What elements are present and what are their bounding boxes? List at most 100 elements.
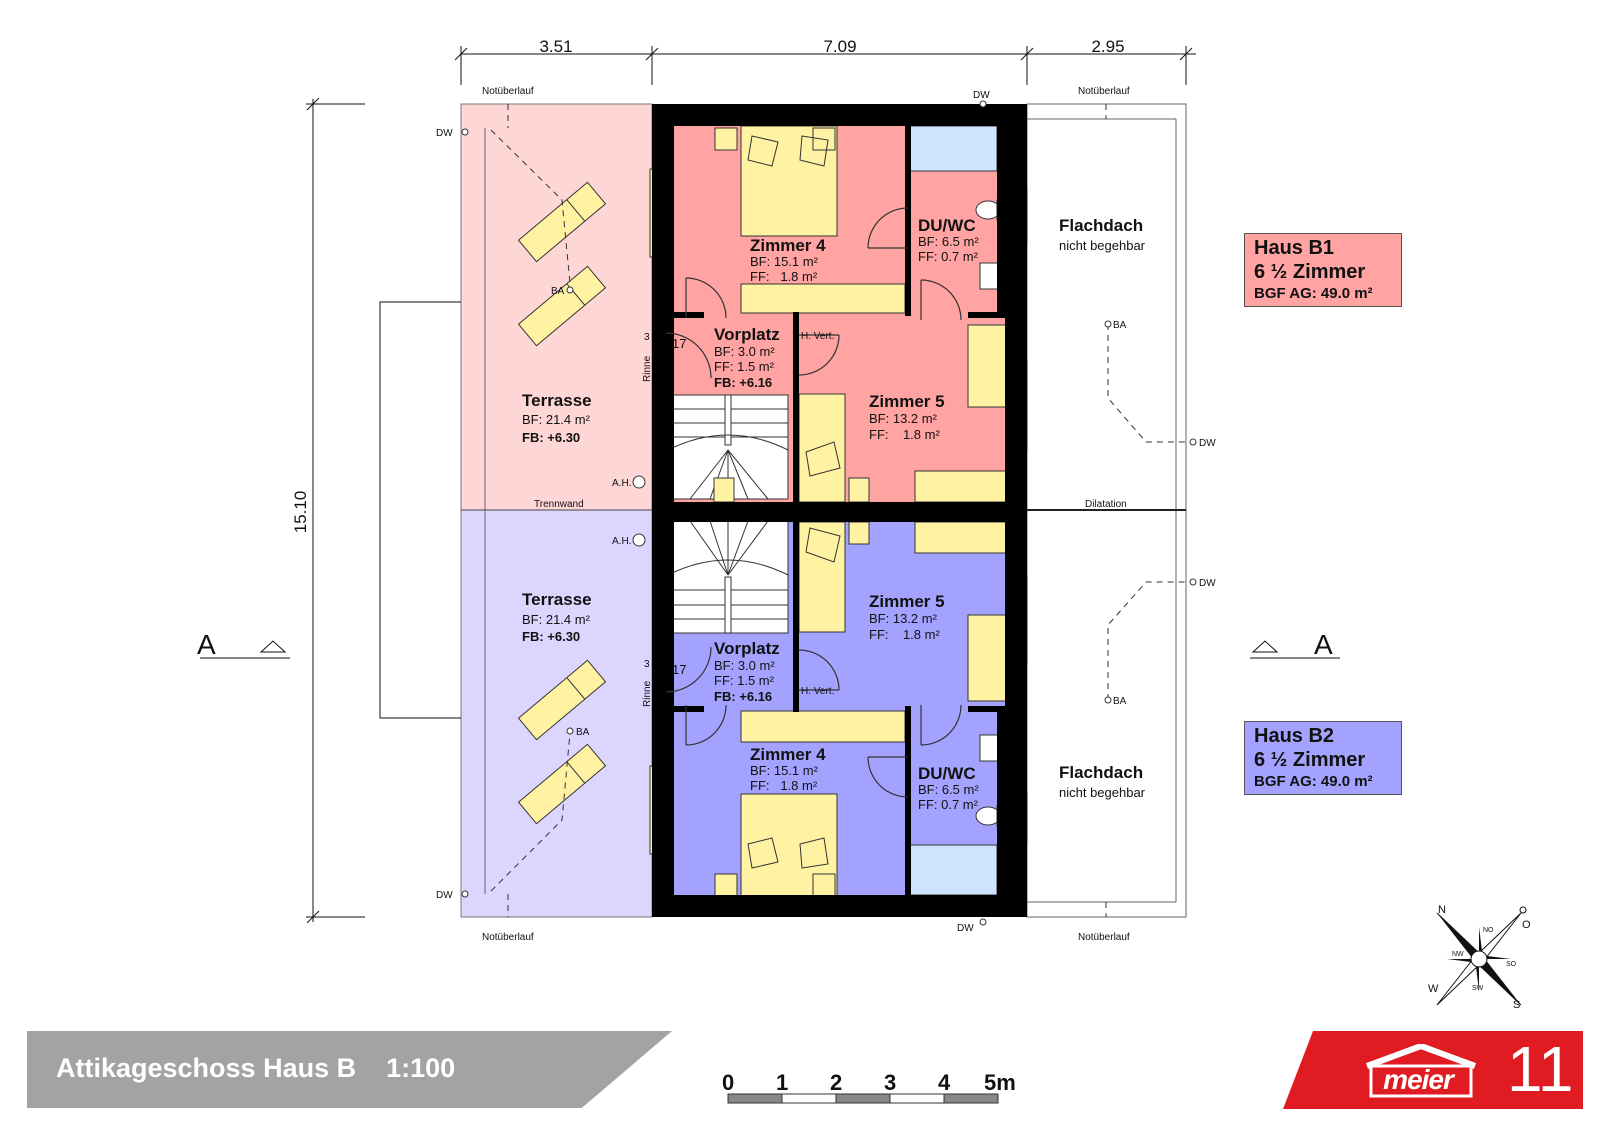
compass-so: SO [1506,961,1517,968]
scale-label: 5m [984,1070,1016,1095]
house-logo-icon [1365,1042,1477,1098]
zimmer5-lower-ff: FF: 1.8 m² [869,627,940,642]
dim-middle-width: 7.09 [823,37,856,56]
zimmer5-upper-ff: FF: 1.8 m² [869,427,940,442]
flachdach-upper-name: Flachdach [1059,216,1143,235]
ba-label: BA [551,286,565,297]
notueberlauf-label: Notüberlauf [1078,932,1130,943]
haus-b1-legend: Haus B1 6 ½ Zimmer BGF AG: 49.0 m² [1244,233,1402,307]
compass-n: N [1438,904,1446,916]
scale-label: 1 [776,1070,789,1095]
terrace-lower-bf: BF: 21.4 m² [522,612,591,627]
duwc-lower-bf: BF: 6.5 m² [918,782,979,797]
duwc-lower-name: DU/WC [918,764,976,783]
haus-b1-rooms: 6 ½ Zimmer [1254,261,1366,283]
trennwand-label: Trennwand [534,499,584,510]
rinne-label: Rinne [642,680,653,707]
notueberlauf-label: Notüberlauf [1078,86,1130,97]
duwc-upper-bf: BF: 6.5 m² [918,234,979,249]
zimmer4-upper-ff: FF: 1.8 m² [750,269,818,284]
section-mark-right: A [1314,629,1333,660]
title-banner [27,1031,672,1108]
flachdach-upper-note: nicht begehbar [1059,238,1146,253]
haus-b2-bgf: BGF AG: 49.0 m² [1254,773,1373,790]
zimmer4-upper-name: Zimmer 4 [750,236,826,255]
zimmer5-upper-name: Zimmer 5 [869,392,945,411]
zimmer4-lower-bf: BF: 15.1 m² [750,763,819,778]
vorplatz-lower-bf: BF: 3.0 m² [714,658,775,673]
stair-steps-label: 17 [672,662,686,677]
rinne-label: Rinne [642,355,653,382]
zimmer5-lower-name: Zimmer 5 [869,592,945,611]
compass-w: W [1428,983,1439,995]
zimmer4-lower-name: Zimmer 4 [750,745,826,764]
terrace-upper-fb: FB: +6.30 [522,430,580,445]
scale-bar [727,1093,999,1104]
scale-label: 4 [938,1070,951,1095]
terrace-upper-name: Terrasse [522,391,592,410]
page-number: 11 [1507,1033,1574,1105]
zimmer5-lower-bf: BF: 13.2 m² [869,611,938,626]
terrace-lower-name: Terrasse [522,590,592,609]
vorplatz-upper-ff: FF: 1.5 m² [714,359,775,374]
dim-height: 15.10 [291,491,310,534]
haus-b2-rooms: 6 ½ Zimmer [1254,749,1366,771]
scale-labels: 0 1 2 3 4 5m [712,1070,1016,1095]
compass-no: NO [1483,927,1494,934]
haus-b1-title: Haus B1 [1254,237,1335,259]
dw-label: DW [436,128,453,139]
flachdach-lower-note: nicht begehbar [1059,785,1146,800]
haus-b1-bgf: BGF AG: 49.0 m² [1254,285,1373,302]
outer-wall [652,104,1027,126]
ba-label: BA [576,727,590,738]
hvert-label: H. Vert. [801,686,834,697]
dw-label: DW [436,890,453,901]
ah-label: A.H. [612,536,631,547]
stair-rise-label: 3 [644,332,650,343]
duwc-upper-name: DU/WC [918,216,976,235]
compass-sw: SW [1472,985,1484,992]
compass-s: S [1513,999,1520,1011]
zimmer4-lower-ff: FF: 1.8 m² [750,778,818,793]
haus-b2-title: Haus B2 [1254,725,1335,747]
dw-label: DW [973,90,990,101]
vorplatz-lower-name: Vorplatz [714,639,780,658]
hvert-label: H. Vert. [801,331,834,342]
dim-right-width: 2.95 [1091,37,1124,56]
scale-label: 3 [884,1070,897,1095]
drawing-title: Attikageschoss Haus B 1:100 [56,1053,456,1083]
terrace-upper-bf: BF: 21.4 m² [522,412,591,427]
stair-rise-label: 3 [644,659,650,670]
ba-label: BA [1113,320,1127,331]
flachdach-lower-name: Flachdach [1059,763,1143,782]
section-mark-left: A [197,629,216,660]
dw-label: DW [1199,578,1216,589]
brand-name: meier [1383,1064,1454,1095]
ah-label: A.H. [612,478,631,489]
vorplatz-upper-bf: BF: 3.0 m² [714,344,775,359]
vorplatz-upper-name: Vorplatz [714,325,780,344]
vorplatz-upper-fb: FB: +6.16 [714,375,772,390]
compass-nw: NW [1452,951,1464,958]
scale-label: 0 [722,1070,735,1095]
ba-label: BA [1113,696,1127,707]
vorplatz-lower-ff: FF: 1.5 m² [714,673,775,688]
scale-label: 2 [830,1070,843,1095]
zimmer4-upper-bf: BF: 15.1 m² [750,254,819,269]
meier-logo: meier [1363,1042,1493,1100]
vorplatz-lower-fb: FB: +6.16 [714,689,772,704]
terrace-lower-fb: FB: +6.30 [522,629,580,644]
dw-label: DW [1199,438,1216,449]
haus-b2-legend: Haus B2 6 ½ Zimmer BGF AG: 49.0 m² [1244,721,1402,795]
dilatation-label: Dilatation [1085,499,1127,510]
duwc-lower-ff: FF: 0.7 m² [918,797,979,812]
dw-label: DW [957,923,974,934]
dim-left-width: 3.51 [539,37,572,56]
duwc-upper-ff: FF: 0.7 m² [918,249,979,264]
compass-o: O [1522,919,1531,931]
notueberlauf-label: Notüberlauf [482,86,534,97]
notueberlauf-label: Notüberlauf [482,932,534,943]
compass-rose-icon [1436,906,1527,1006]
stair-steps-label: 17 [672,336,686,351]
